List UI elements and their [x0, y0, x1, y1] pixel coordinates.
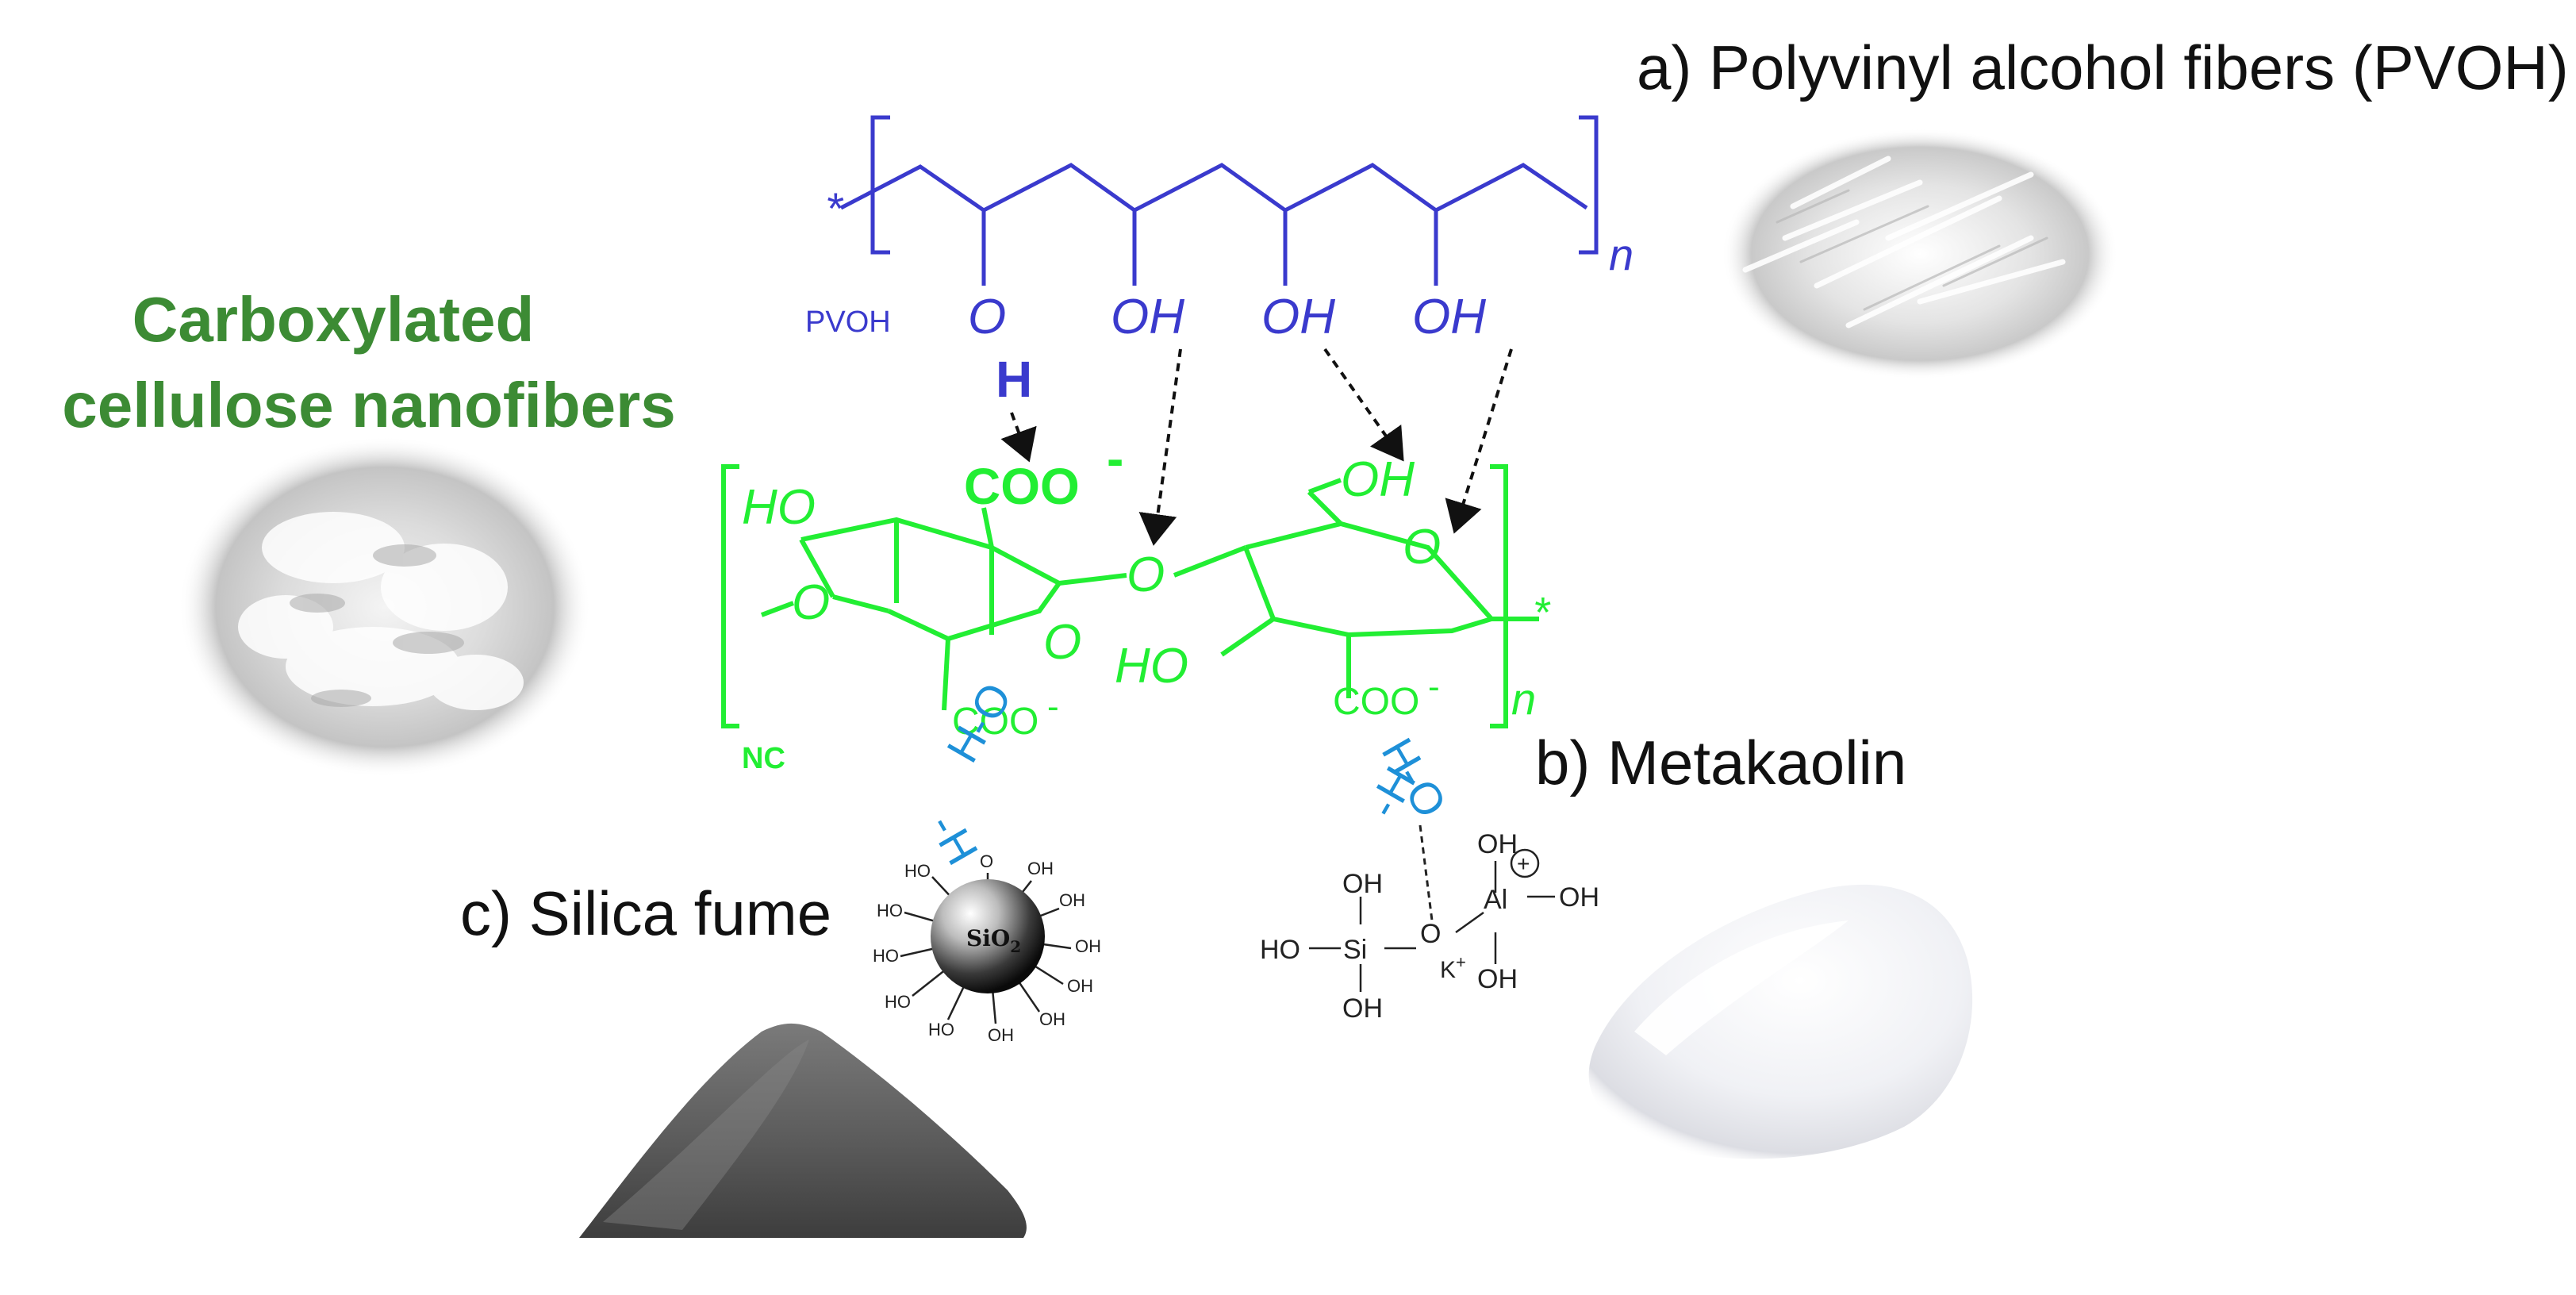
silica-oh-3: OH: [1075, 936, 1101, 956]
silica-oh-1: OH: [1027, 859, 1054, 878]
pvoh-star: *: [825, 183, 844, 233]
cellulose-coo-charged: COO: [964, 458, 1080, 515]
cellulose-left-bracket: [721, 464, 739, 728]
water-molecule-left: H - O - H: [920, 674, 1022, 873]
alsi-si: Si: [1343, 935, 1367, 965]
silica-ho-5: HO: [904, 861, 931, 881]
k-coordination-dashed: [1419, 824, 1434, 921]
pvoh-fiber-photo: [1722, 129, 2118, 379]
cellulose-o-ring1: O: [1043, 615, 1081, 670]
alsi-o-bridge: O: [1420, 919, 1441, 949]
silica-ho-4: HO: [877, 901, 903, 920]
silica-ho-2: HO: [885, 992, 911, 1012]
cellulose-oh-top: OH: [1341, 452, 1415, 507]
silica-sphere: [931, 879, 1045, 993]
silica-ho-3: HO: [873, 946, 899, 966]
hydrogen-bond-arrows: [1000, 348, 1513, 546]
pvoh-oh-1: OH: [1111, 290, 1184, 344]
alsi-ho-left: HO: [1260, 935, 1300, 965]
hbond-arrow-2: [1138, 348, 1182, 546]
cellulose-coo-left: COO: [952, 701, 1038, 743]
hbond-arrow-3: [1323, 348, 1404, 462]
cellulose-coo-left-minus: -: [1047, 687, 1059, 726]
silica-oh-5: OH: [1039, 1009, 1065, 1029]
cellulose-nanofiber-photo: [179, 436, 591, 778]
pvoh-structure: [839, 115, 1599, 286]
cellulose-tag: NC: [742, 742, 785, 775]
pvoh-oh-2: OH: [1261, 290, 1335, 344]
alsi-k: K+: [1440, 952, 1466, 983]
cnf-label-line2: cellulose nanofibers: [62, 370, 676, 440]
pvoh-o: O: [968, 290, 1006, 344]
water-molecule-right: H - O - H: [1357, 730, 1457, 827]
cellulose-ho-top: HO: [742, 480, 816, 535]
silica-ho-1: HO: [928, 1020, 954, 1039]
cellulose-o-ring2: O: [1403, 520, 1441, 574]
cnf-label-line1: Carboxylated: [132, 284, 535, 355]
pvoh-oh-3: OH: [1412, 290, 1486, 344]
silica-particle: SiO2 O OH OH OH OH OH OH HO HO HO HO HO: [873, 851, 1101, 1045]
al-positive-charge: +: [1517, 851, 1530, 876]
cellulose-coo-charged-minus: -: [1107, 430, 1123, 487]
silica-oh-6: OH: [988, 1025, 1014, 1045]
al-positive-charge-circle: [1510, 848, 1540, 878]
silica-fume-label: c) Silica fume: [460, 878, 831, 948]
silica-core-label: SiO2: [966, 925, 1021, 956]
alsi-oh-al-bottom: OH: [1477, 964, 1518, 994]
alsi-oh-al-right: OH: [1559, 882, 1599, 913]
hbond-arrow-1: [1000, 412, 1037, 463]
pvoh-left-bracket: [870, 115, 890, 255]
silica-oh-4: OH: [1067, 976, 1093, 996]
pvoh-h: H: [996, 351, 1032, 408]
metakaolin-label: b) Metakaolin: [1535, 728, 1906, 797]
alsi-oh-al-top: OH: [1477, 829, 1518, 859]
cellulose-o-left: O: [792, 575, 830, 630]
silica-oh-2: OH: [1059, 890, 1085, 910]
cellulose-ho-bottom: HO: [1115, 639, 1188, 694]
cellulose-o-glyco: O: [1127, 548, 1165, 602]
alsi-oh-si-top: OH: [1342, 869, 1383, 899]
hbond-arrow-4: [1445, 348, 1513, 534]
pvoh-n: n: [1609, 229, 1634, 279]
pvoh-right-bracket: [1579, 115, 1599, 255]
silica-o-top: O: [980, 851, 993, 871]
cellulose-star: *: [1533, 589, 1551, 636]
cellulose-n: n: [1511, 674, 1536, 724]
alsi-oh-si-bottom: OH: [1342, 993, 1383, 1024]
cellulose-coo-right: COO: [1333, 681, 1419, 723]
cellulose-structure: [721, 464, 1539, 728]
metakaolin-photo: [1588, 884, 1973, 1159]
pvoh-tag: PVOH: [805, 305, 891, 339]
aluminosilicate-unit: OH HO Si O Al OH OH OH OH K+ +: [1260, 824, 1599, 1024]
cellulose-right-bracket: [1490, 464, 1508, 728]
cellulose-coo-right-minus: -: [1428, 667, 1440, 706]
pvoh-backbone: [839, 163, 1588, 213]
alsi-al: Al: [1484, 885, 1507, 915]
silica-fume-photo: [579, 1023, 1027, 1238]
pvoh-fibers-label: a) Polyvinyl alcohol fibers (PVOH): [1637, 33, 2569, 102]
